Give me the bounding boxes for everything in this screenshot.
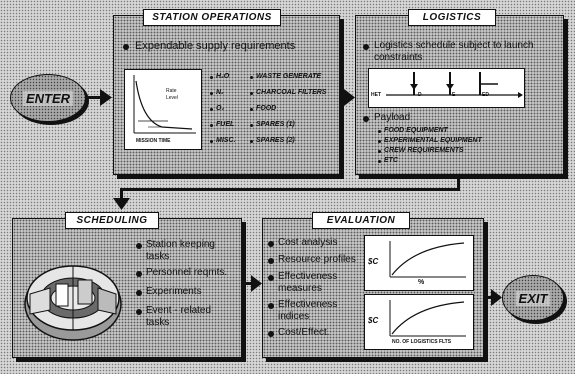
payload-item: EXPERIMENTAL EQUIPMENT: [384, 137, 482, 144]
evaluation-title: EVALUATION: [312, 212, 410, 229]
connector-station-logistics: [340, 96, 346, 99]
launch-timeline: [368, 68, 525, 108]
connector-logistics-scheduling: [120, 188, 460, 191]
timeline-mark: E: [452, 92, 456, 98]
evaluation-item: Effectiveness: [278, 299, 338, 310]
supply-item: CHARCOAL FILTERS: [256, 89, 327, 96]
bullet-icon: [210, 124, 213, 127]
supply-item: MISC.: [216, 137, 236, 144]
evaluation-item: measures: [278, 283, 322, 294]
evaluation-item: Resource profiles: [278, 254, 356, 265]
launch-timeline-marks: [386, 72, 523, 98]
graph-axis-label: MISSION TIME: [136, 138, 171, 144]
supply-item: O₂: [216, 105, 225, 112]
bullet-icon: [210, 76, 213, 79]
connector-logistics-scheduling: [457, 176, 460, 190]
connector-scheduling-evaluation: [243, 282, 253, 285]
evaluation-item: indices: [278, 311, 310, 322]
supply-item: FUEL: [216, 121, 235, 128]
payload-text: Payload: [374, 112, 411, 123]
bullet-icon: [250, 108, 253, 111]
supply-item: FOOD: [256, 105, 277, 112]
bullet-icon: [136, 271, 142, 277]
arrowhead-scheduling-evaluation-icon: [251, 275, 262, 292]
bullet-icon: [268, 331, 274, 337]
arrowhead-evaluation-exit-icon: [491, 289, 502, 306]
exit-node[interactable]: EXIT: [502, 275, 564, 321]
bullet-icon: [363, 116, 369, 122]
logistics-panel: [355, 15, 564, 175]
supply-item: SPARES (2): [256, 137, 295, 144]
enter-label: ENTER: [22, 90, 74, 106]
bullet-icon: [378, 140, 381, 143]
bullet-icon: [250, 76, 253, 79]
graph1-x-label: %: [418, 279, 425, 286]
supply-item: H₂O: [216, 73, 230, 80]
cost-percent-curve: [389, 241, 466, 278]
enter-node[interactable]: ENTER: [10, 74, 86, 122]
scheduling-item: Personnel reqmts.: [146, 267, 228, 278]
scheduling-item: Experiments: [146, 286, 202, 297]
bullet-icon: [378, 130, 381, 133]
bullet-icon: [210, 92, 213, 95]
bullet-icon: [136, 243, 142, 249]
arrowhead-enter-station-icon: [100, 89, 112, 106]
graph2-x-label: NO. OF LOGISTICS FLTS: [392, 339, 452, 345]
space-station-illustration: [24, 265, 122, 341]
timeline-label: HET: [371, 92, 381, 98]
timeline-mark: D: [418, 92, 422, 98]
supply-item: SPARES (1): [256, 121, 295, 128]
supply-rate-graph: [124, 69, 202, 150]
logistics-schedule-text-2: constraints: [374, 52, 423, 63]
bullet-icon: [123, 44, 129, 50]
bullet-icon: [136, 290, 142, 296]
bullet-icon: [268, 275, 274, 281]
connector-logistics-scheduling: [120, 188, 123, 200]
connector-enter-station: [88, 96, 102, 99]
evaluation-item: Cost analysis: [278, 237, 338, 248]
station-operations-title: STATION OPERATIONS: [143, 9, 281, 26]
scheduling-item: Station keeping: [146, 239, 215, 250]
bullet-icon: [210, 108, 213, 111]
bullet-icon: [378, 160, 381, 163]
supply-item: N₂: [216, 89, 224, 96]
payload-item: CREW REQUIREMENTS: [384, 147, 464, 154]
bullet-icon: [268, 241, 274, 247]
graph1-y-label: $C: [368, 257, 379, 266]
exit-label: EXIT: [515, 290, 551, 306]
cost-flights-curve: [389, 300, 466, 337]
bullet-icon: [268, 303, 274, 309]
logistics-schedule-text: Logistics schedule subject to launch: [374, 40, 534, 51]
scheduling-title: SCHEDULING: [65, 212, 159, 229]
payload-item: FOOD EQUIPMENT: [384, 127, 448, 134]
expendable-supply-text: Expendable supply requirements: [135, 40, 296, 52]
graph-rate-label: Rate: [166, 88, 177, 94]
evaluation-item: Cost/Effect.: [278, 327, 330, 338]
supply-rate-curve: [133, 75, 196, 134]
evaluation-item: Effectiveness: [278, 271, 338, 282]
bullet-icon: [250, 92, 253, 95]
bullet-icon: [210, 140, 213, 143]
connector-evaluation-exit: [485, 296, 493, 299]
scheduling-item: tasks: [146, 317, 170, 328]
arrowhead-down-icon: [113, 198, 130, 210]
graph-level-label: Level: [166, 95, 178, 101]
payload-item: ETC: [384, 157, 398, 164]
supply-item: WASTE GENERATE: [256, 73, 322, 80]
bullet-icon: [136, 309, 142, 315]
logistics-title: LOGISTICS: [408, 9, 496, 26]
timeline-mark: ED: [482, 92, 489, 98]
bullet-icon: [250, 140, 253, 143]
bullet-icon: [378, 150, 381, 153]
bullet-icon: [250, 124, 253, 127]
bullet-icon: [268, 258, 274, 264]
graph2-y-label: $C: [368, 316, 379, 325]
scheduling-item: tasks: [146, 251, 170, 262]
arrowhead-station-logistics-icon: [344, 89, 355, 106]
bullet-icon: [363, 44, 369, 50]
scheduling-item: Event - related: [146, 305, 212, 316]
